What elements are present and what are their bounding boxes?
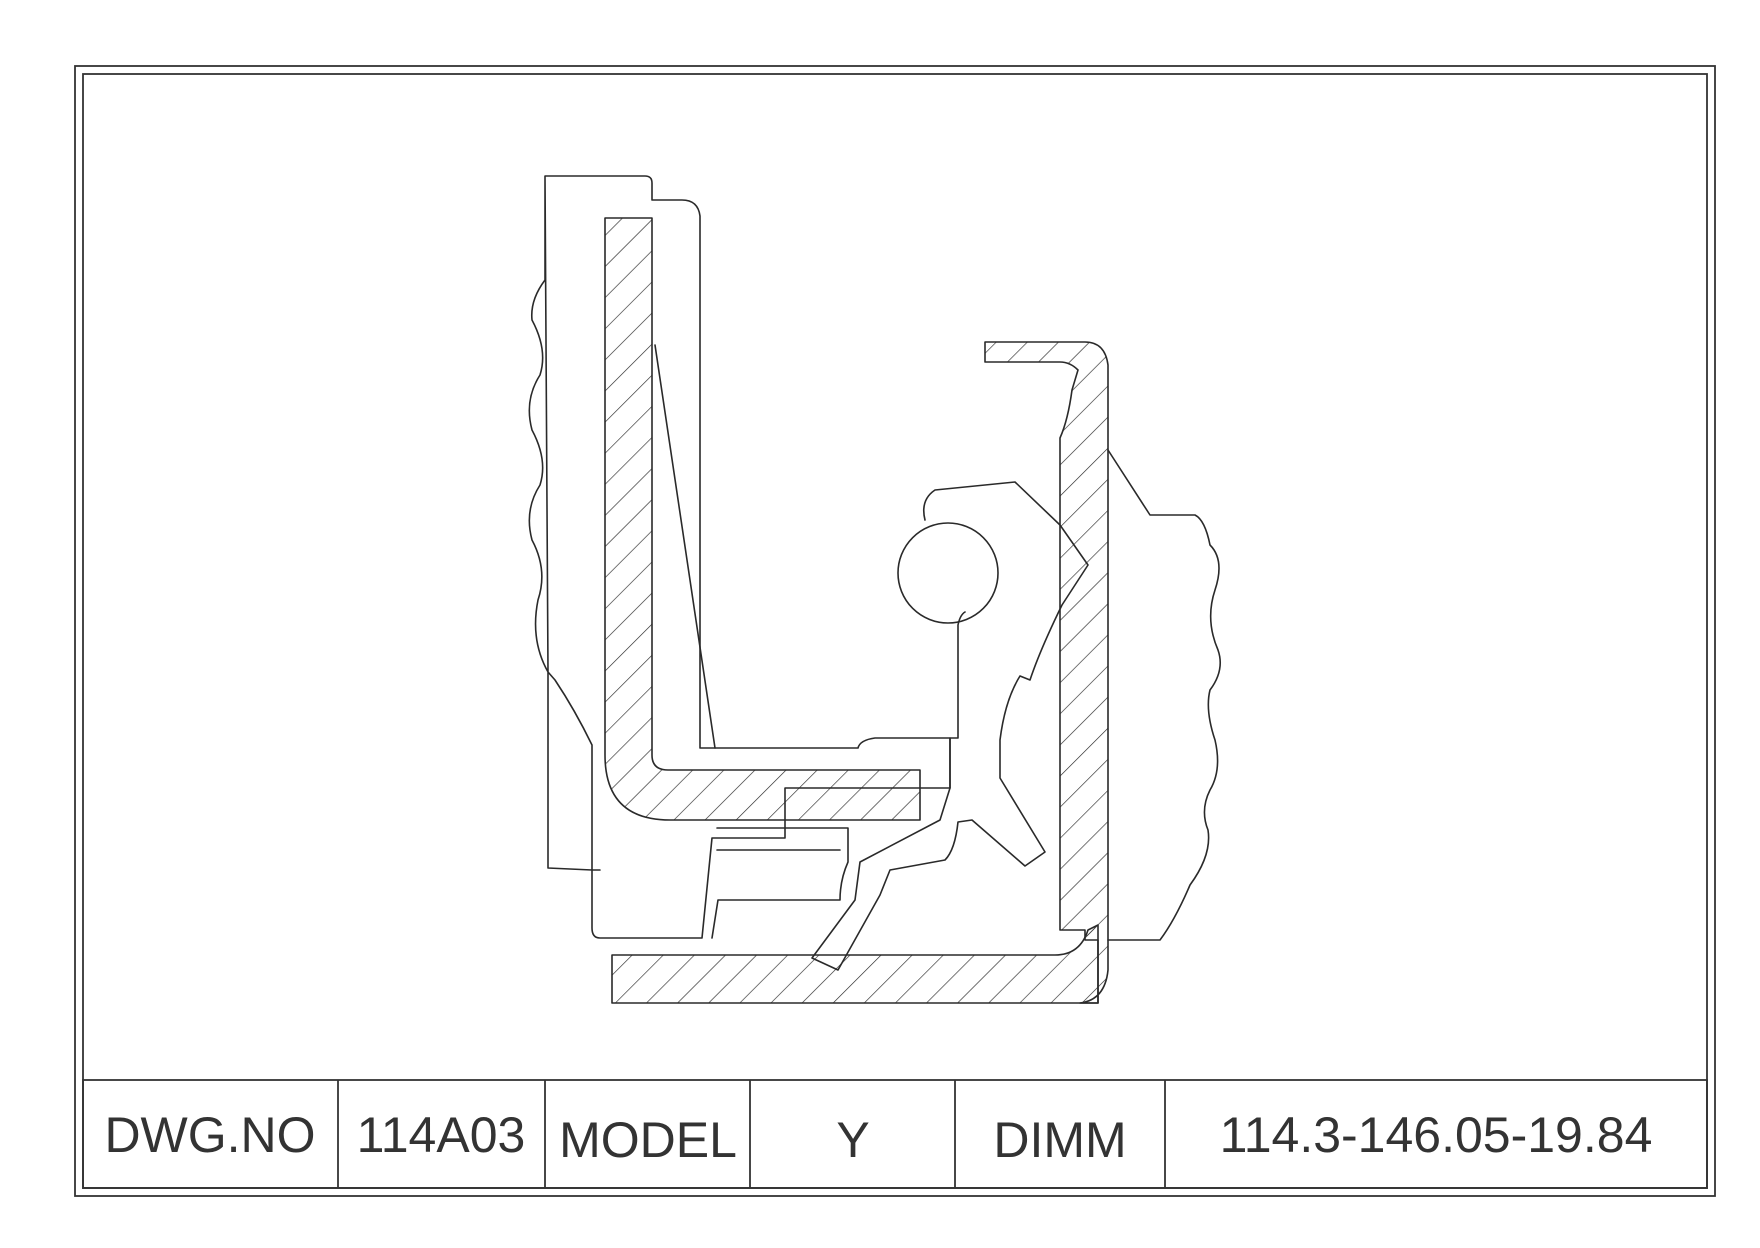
dimm-value: 114.3-146.05-19.84 [1220,1107,1653,1163]
dwg-no-value: 114A03 [357,1107,526,1163]
outer-rubber-body [528,175,951,939]
inner-lip-line [654,344,716,749]
inner-lip-body [811,481,1089,971]
outer-frame [74,65,1716,1197]
seal-cross-section [528,175,1221,1004]
model-value: Y [836,1112,869,1168]
right-rubber-body [1107,449,1221,941]
model-label: MODEL [559,1112,737,1168]
dimm-label: DIMM [993,1112,1126,1168]
metal-casing-bottom [611,924,1099,1004]
garter-spring [897,522,999,624]
metal-casing-right [984,341,1109,1004]
title-block-border [82,1079,1708,1189]
metal-insert-l [604,217,921,821]
dwg-no-label: DWG.NO [104,1107,315,1163]
lower-rubber-block [711,827,849,939]
inner-frame [82,73,1708,1189]
title-block: DWG.NO 114A03 MODEL Y DIMM 114.3-146.05-… [82,1079,1708,1189]
